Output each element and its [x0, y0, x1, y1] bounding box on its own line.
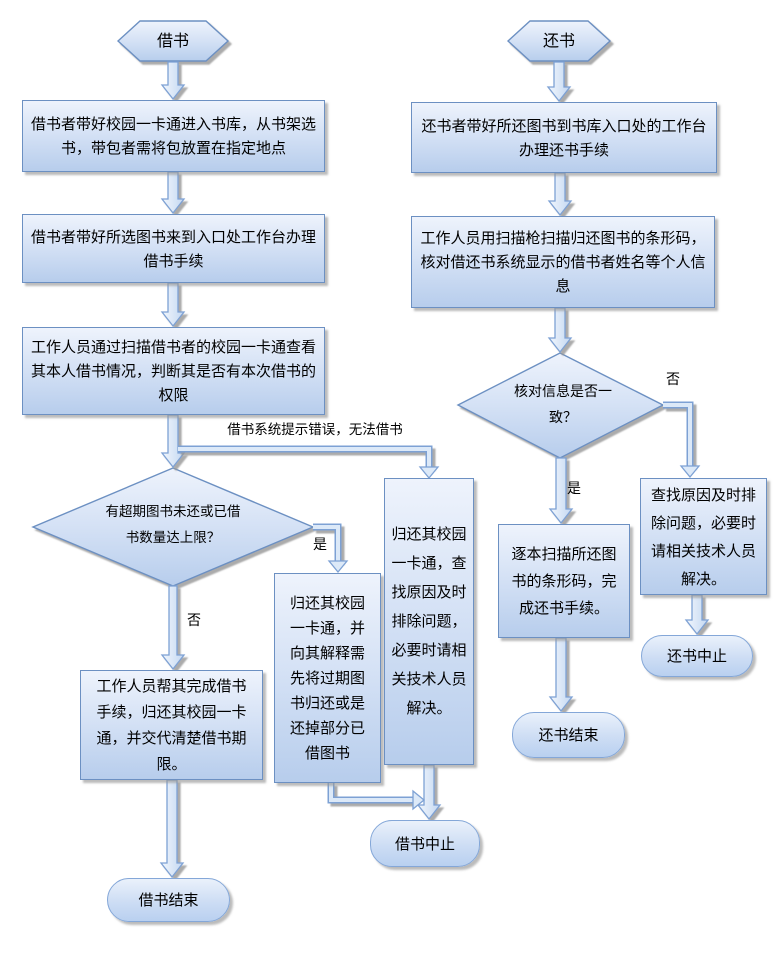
- connector-system-error-outer: [178, 445, 433, 468]
- arrow-borrow-step1-to-step2: [160, 171, 186, 215]
- node-return-abort: 还书中止: [641, 635, 753, 677]
- arrow-error-branch-to-abort: [416, 764, 442, 821]
- node-borrow-error-branch: 归还其校园一卡通，查找原因及时排除问题，必要时请相关技术人员解决。: [384, 478, 474, 765]
- arrow-return-step2-to-decision: [547, 307, 573, 354]
- arrow-borrow-decision-no: [160, 585, 186, 671]
- node-return-step2: 工作人员用扫描枪扫描归还图书的条形码，核对借还书系统显示的借书者姓名等个人信息: [411, 216, 715, 308]
- connector-return-no-inner: [663, 403, 692, 467]
- node-borrow-end: 借书结束: [107, 878, 230, 922]
- return-start-hexagon: [506, 20, 612, 62]
- connector-return-no-outer: [663, 401, 694, 467]
- node-return-step1: 还书者带好所还图书到书库入口处的工作台办理还书手续: [411, 102, 717, 173]
- node-borrow-abort: 借书中止: [370, 820, 480, 867]
- arrow-borrow-complete-to-end: [159, 779, 185, 879]
- edge-label-borrow-no: 否: [187, 613, 201, 629]
- arrowhead-to-borrow-abort: [412, 789, 426, 811]
- connector-system-error-inner: [178, 447, 431, 468]
- borrow-start-hexagon: [116, 20, 230, 62]
- edge-label-return-no: 否: [666, 372, 680, 388]
- arrow-return-decision-yes: [548, 457, 574, 525]
- arrowhead-borrow-yes: [327, 560, 349, 574]
- node-return-yes-step: 逐本扫描所还图书的条形码，完成还书手续。: [498, 524, 630, 638]
- arrow-borrow-step2-to-step3: [160, 282, 186, 328]
- arrowhead-system-error: [418, 466, 440, 480]
- connector-yes-branch-to-abort-inner: [329, 783, 413, 802]
- edge-label-return-yes: 是: [567, 481, 581, 497]
- connector-borrow-yes-inner: [313, 525, 340, 562]
- return-decision-diamond: [456, 352, 665, 459]
- borrow-decision-diamond: [31, 467, 315, 587]
- arrow-borrow-step3-to-decision: [160, 414, 186, 469]
- node-return-end: 还书结束: [512, 712, 625, 758]
- connector-yes-branch-to-abort-outer: [327, 783, 413, 804]
- node-borrow-step2: 借书者带好所选图书来到入口处工作台办理借书手续: [22, 214, 325, 283]
- edge-label-system-error: 借书系统提示错误，无法借书: [227, 422, 403, 438]
- arrowhead-return-no: [679, 465, 701, 479]
- arrow-borrow-start-to-step1: [160, 61, 186, 101]
- node-borrow-yes-branch: 归还其校园一卡通，并向其解释需先将过期图书归还或是还掉部分已借图书: [274, 573, 381, 783]
- edge-label-borrow-yes: 是: [313, 537, 327, 553]
- arrow-return-yesstep-to-end: [548, 637, 574, 713]
- arrow-return-step1-to-step2: [547, 172, 573, 217]
- node-return-no-step: 查找原因及时排除问题，必要时请相关技术人员解决。: [640, 478, 767, 595]
- arrow-return-start-to-step1: [546, 61, 572, 103]
- node-borrow-complete: 工作人员帮其完成借书手续，归还其校园一卡通，并交代清楚借书期限。: [80, 670, 263, 780]
- node-borrow-step3: 工作人员通过扫描借书者的校园一卡通查看其本人借书情况，判断其是否有本次借书的权限: [22, 327, 325, 415]
- node-borrow-step1: 借书者带好校园一卡通进入书库，从书架选书，带包者需将包放置在指定地点: [22, 100, 325, 172]
- arrow-return-nostep-to-abort: [684, 594, 710, 636]
